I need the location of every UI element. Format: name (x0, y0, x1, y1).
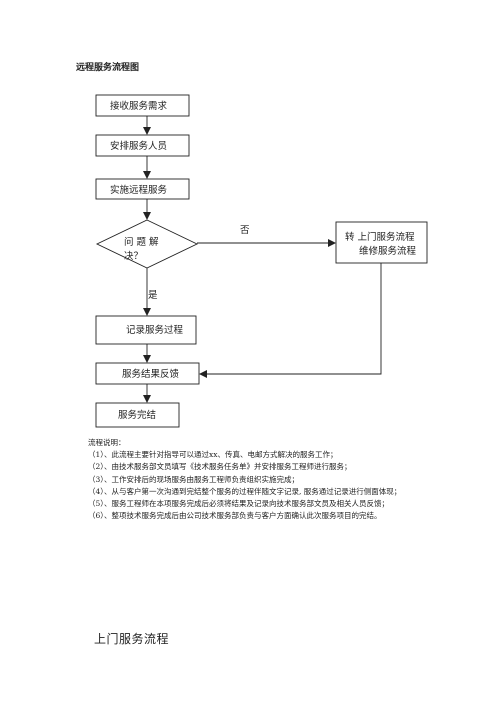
node-decision (95, 219, 199, 269)
label-decision-line1: 问 题 解 (124, 236, 159, 248)
notes-heading: 流程说明： (88, 438, 126, 447)
label-transfer-line1: 转 上门服务流程 (345, 231, 415, 243)
node-feedback (95, 362, 200, 385)
edge-label-no: 否 (240, 225, 250, 236)
label-transfer-line2: 维修服务流程 (359, 245, 417, 257)
next-section-title: 上门服务流程 (94, 632, 170, 646)
node-complete (95, 402, 180, 428)
notes-item: （4）、从与客户第一次沟通到完结整个服务的过程伴随文字记录, 服务通过记录进行侧… (88, 486, 402, 496)
edge-label-yes: 是 (148, 290, 158, 301)
node-transfer (335, 221, 428, 264)
node-implement-remote (95, 178, 190, 200)
page-title: 远程服务流程图 (76, 63, 140, 73)
notes-item: （2）、由技术服务部文员填写《技术服务任务单》并安排服务工程师进行服务； (88, 462, 352, 472)
notes-item: （5）、服务工程师在本项服务完成后必须将结果及记录向技术服务部文员及相关人员反馈… (88, 499, 390, 509)
label-assign-staff: 安排服务人员 (110, 140, 167, 152)
process-notes: 流程说明： （1）、此流程主要针对指导可以通过xx、传真、电邮方式解决的服务工作… (76, 437, 421, 522)
label-record-process: 记录服务过程 (126, 324, 184, 336)
notes-item: （6）、整项技术服务完成后由公司技术服务部负责与客户方面确认此次服务项目的完结。 (88, 511, 382, 521)
label-receive-request: 接收服务需求 (110, 100, 168, 112)
node-receive-request (95, 94, 190, 117)
notes-item: （3）、工作安排后的现场服务由服务工程师负责组织实施完成； (88, 474, 300, 484)
node-record-process (95, 315, 197, 345)
node-assign-staff (95, 134, 190, 157)
label-implement-remote: 实施远程服务 (110, 184, 168, 196)
label-complete: 服务完结 (118, 409, 156, 421)
flowchart: 接收服务需求 安排服务人员 实施远程服务 问 题 解 决？ 转 上门服务流程 维… (95, 94, 428, 428)
label-decision-line2: 决？ (124, 250, 143, 262)
label-feedback: 服务结果反馈 (122, 368, 180, 380)
notes-item: （1）、此流程主要针对指导可以通过xx、传真、电邮方式解决的服务工作； (88, 450, 338, 460)
edge-transfer-to-feedback (199, 263, 382, 378)
